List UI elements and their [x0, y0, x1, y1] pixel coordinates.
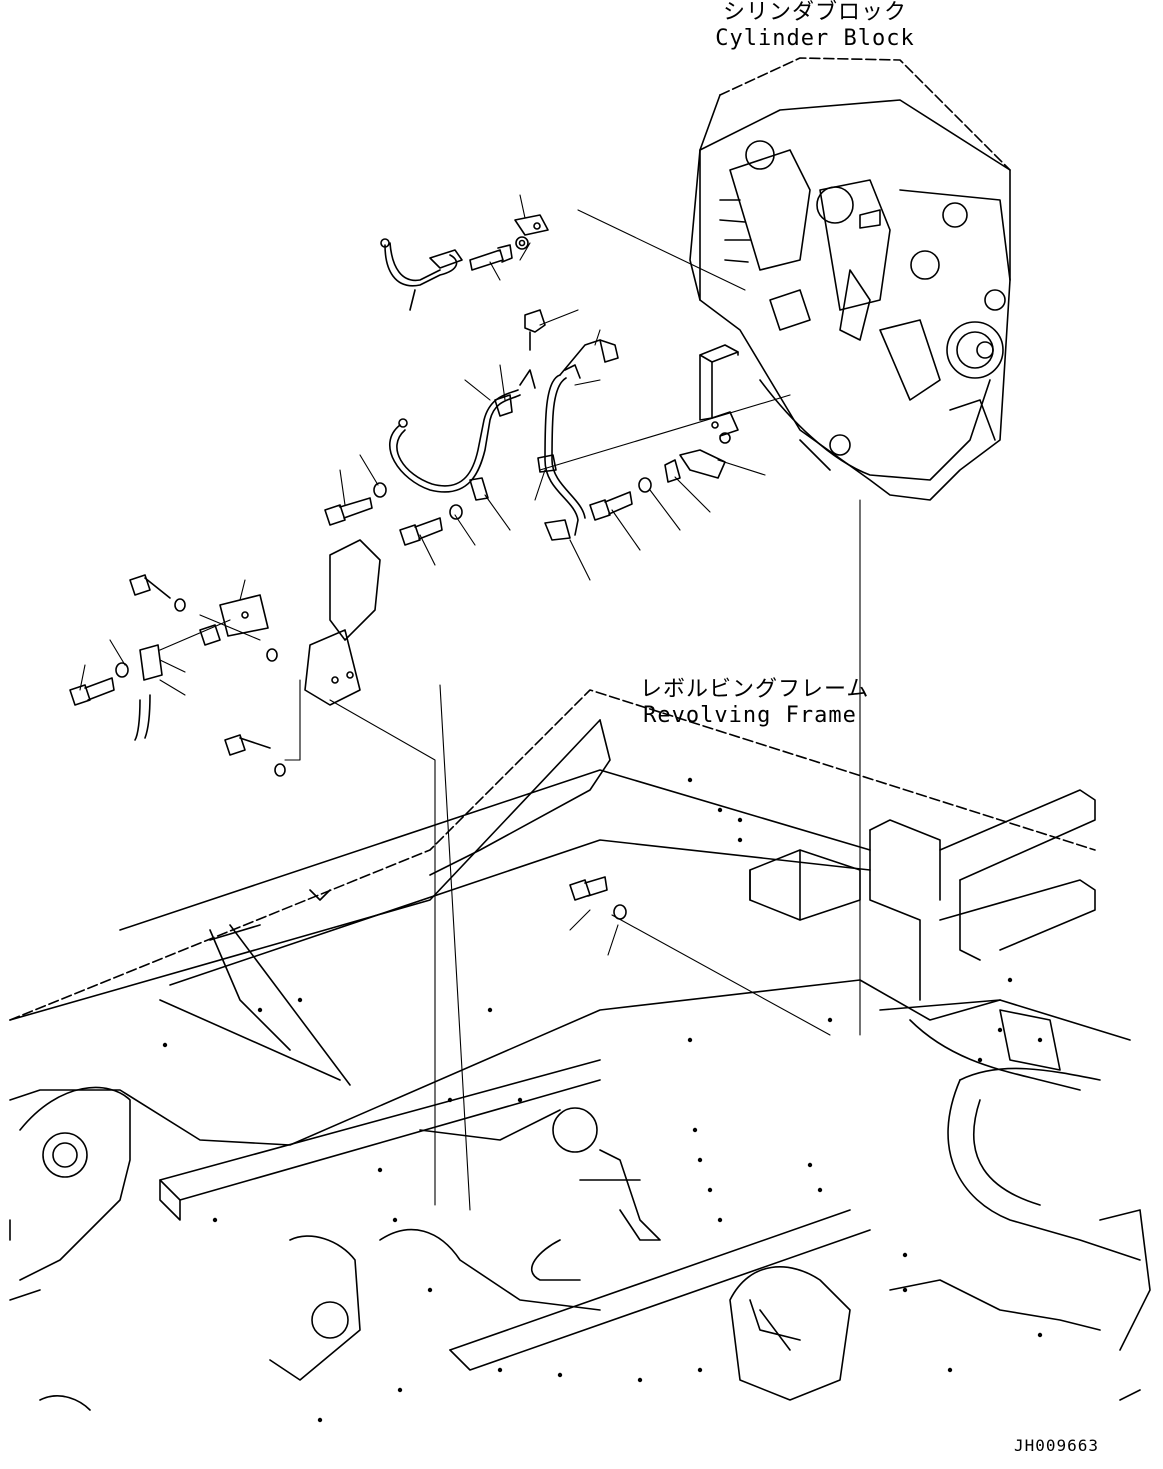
revolving-frame-label-jp: レボルビングフレーム	[640, 677, 870, 702]
ground-cable-upper	[380, 214, 549, 311]
drawing-number: JH009663	[1013, 1436, 1099, 1455]
revolving-frame-label: レボルビングフレーム Revolving Frame	[640, 677, 870, 729]
revolving-frame-label-en: Revolving Frame	[643, 703, 857, 728]
ground-cable-right	[537, 339, 619, 541]
callout-lines	[79, 194, 766, 956]
left-bracket-assembly	[69, 539, 381, 777]
cylinder-block-label-en: Cylinder Block	[715, 26, 915, 51]
cylinder-block-label-jp: シリンダブロック	[722, 0, 907, 25]
revolving-frame-illustration	[9, 689, 1151, 1411]
bolts-washers-middle	[324, 477, 652, 546]
ground-bracket	[664, 344, 739, 483]
cylinder-block-illustration	[689, 57, 1011, 501]
cylinder-block-label: シリンダブロック Cylinder Block	[700, 0, 930, 52]
leader-lines	[159, 209, 861, 1211]
frame-holes	[162, 777, 1043, 1423]
frame-bolt-washer	[569, 876, 627, 920]
ground-cable-middle	[388, 309, 546, 501]
